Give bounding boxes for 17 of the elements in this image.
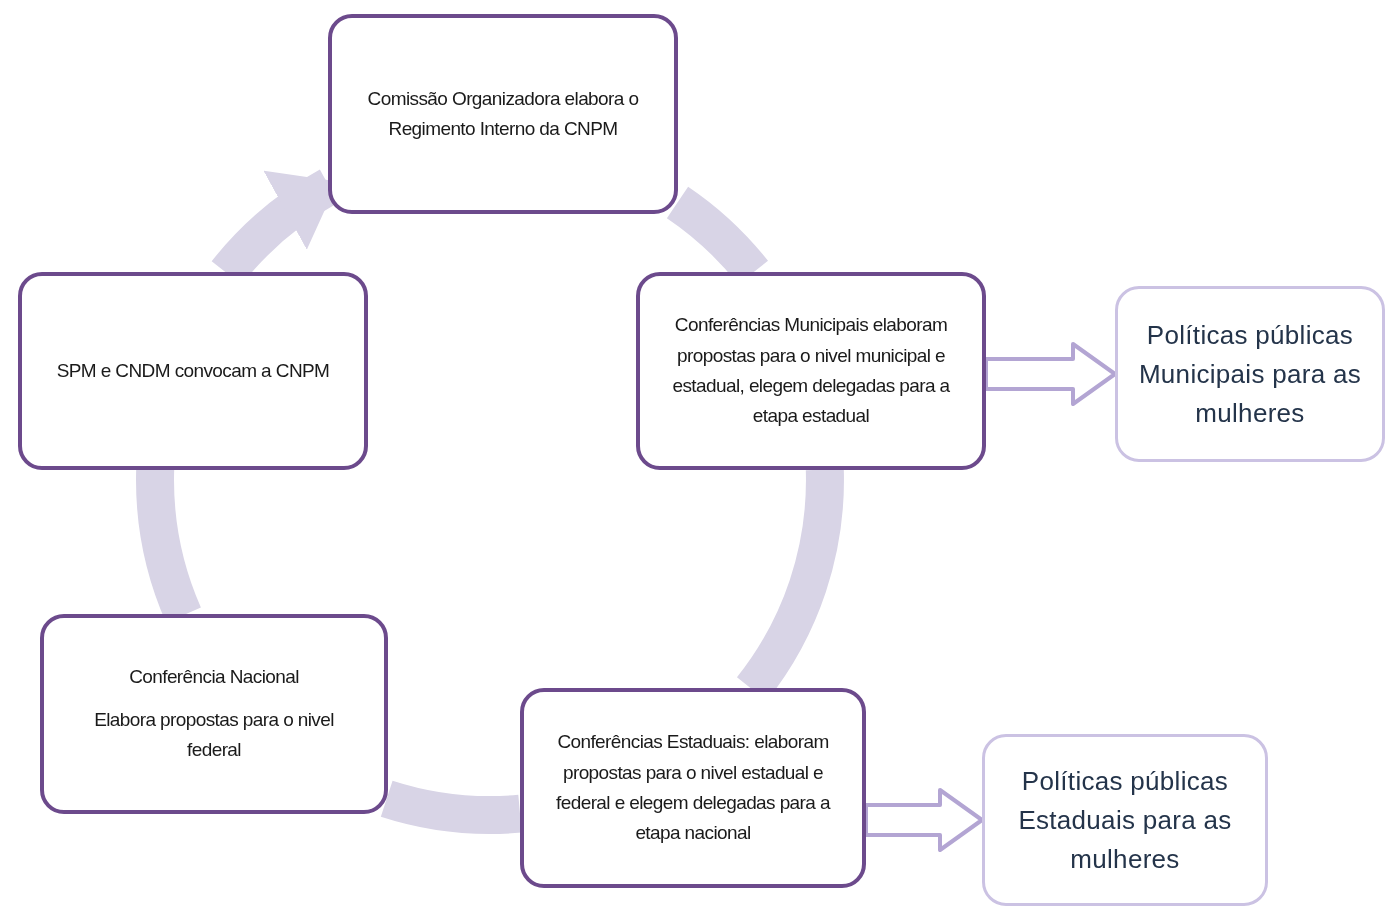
- box-text: Políticas públicas Municipais para as mulheres: [1137, 318, 1363, 430]
- process-box: [40, 614, 388, 814]
- process-box: [328, 14, 678, 214]
- box-text: Comissão Organizadora elabora o Regimento Interno da CNPM: [366, 86, 640, 141]
- box-text: SPM e CNDM convocam a CNPM: [56, 358, 330, 383]
- process-box: [636, 272, 986, 470]
- outcome-box: [982, 734, 1268, 906]
- outcome-box: [1115, 286, 1385, 462]
- box-text: Elabora propostas para o nivel federal: [93, 707, 335, 763]
- block-arrow: [984, 342, 1117, 406]
- block-arrow: [864, 788, 984, 852]
- process-box: [520, 688, 866, 888]
- box-text: Conferência Nacional: [129, 665, 299, 690]
- box-text: Conferências Estaduais: elaboram propostas para o nivel estadual e federal e elegem delegadas para a etapa nacional: [555, 730, 832, 846]
- box-text: Políticas públicas Estaduais para as mulheres: [1017, 764, 1233, 876]
- process-box: [18, 272, 368, 470]
- box-text: Conferências Municipais elaboram propostas para o nivel municipal e estadual, elegem delegadas para a etapa estadual: [671, 313, 951, 429]
